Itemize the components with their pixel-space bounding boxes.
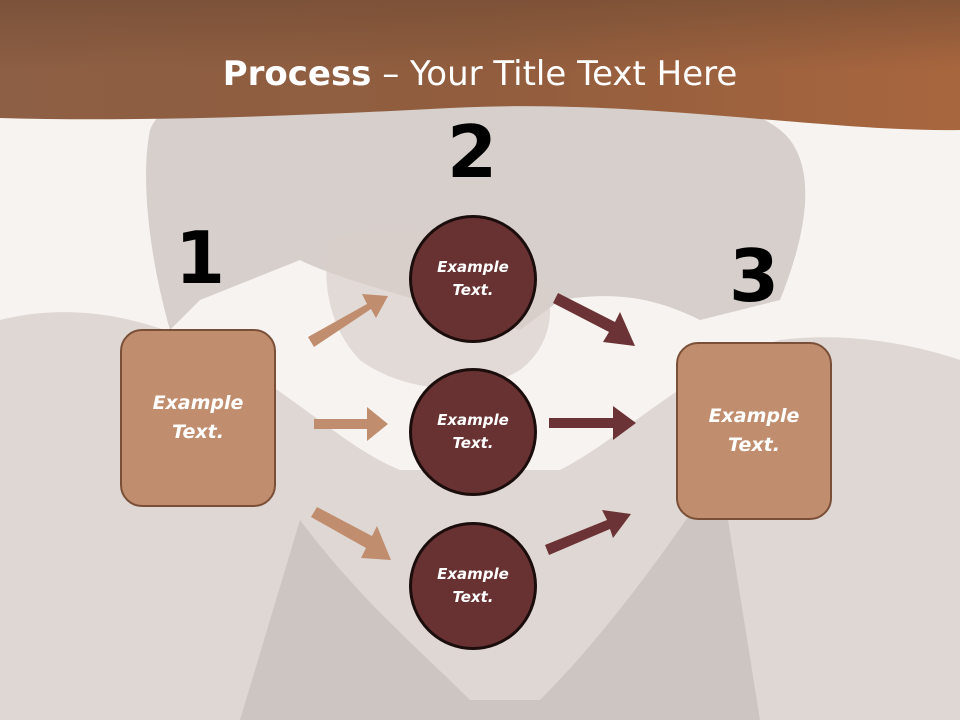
title-rest: – Your Title Text Here bbox=[371, 54, 738, 94]
right-box-label: Example Text. bbox=[708, 405, 800, 456]
title-bold: Process bbox=[222, 54, 372, 94]
step-number-3: 3 bbox=[728, 234, 780, 318]
slide-title: Process – Your Title Text Here bbox=[0, 52, 960, 96]
circle-bottom-label: Example Text. bbox=[437, 565, 509, 606]
arrows-left bbox=[308, 294, 391, 560]
circle-top-label: Example Text. bbox=[437, 258, 509, 299]
right-box: Example Text. bbox=[676, 342, 832, 520]
circle-bottom: Example Text. bbox=[409, 522, 537, 650]
circle-top: Example Text. bbox=[409, 215, 537, 343]
circle-middle: Example Text. bbox=[409, 368, 537, 496]
step-number-2: 2 bbox=[446, 110, 498, 194]
left-box: Example Text. bbox=[120, 329, 276, 507]
step-number-1: 1 bbox=[174, 216, 226, 300]
arrows-right bbox=[545, 293, 636, 555]
circle-middle-label: Example Text. bbox=[437, 411, 509, 452]
left-box-label: Example Text. bbox=[152, 392, 244, 443]
